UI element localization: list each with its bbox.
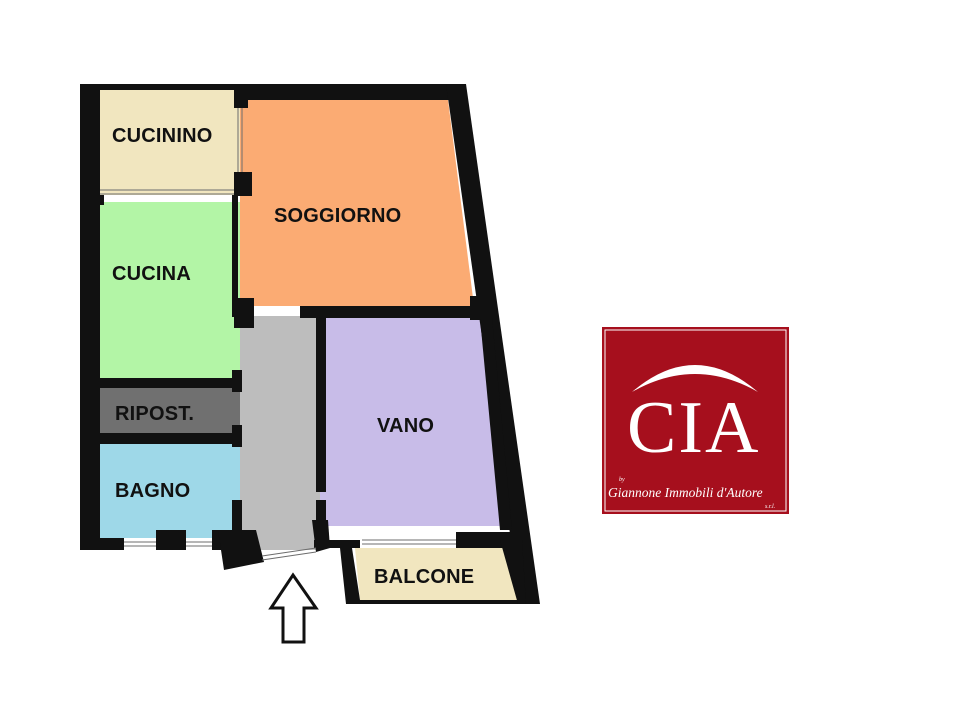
room-cucina-fill — [96, 202, 240, 380]
room-soggiorno-fill — [240, 100, 474, 306]
logo-brand: CIA — [627, 387, 760, 469]
label-balcone: BALCONE — [374, 566, 474, 588]
room-balcone-fill — [355, 548, 518, 600]
logo-suffix: s.r.l. — [765, 504, 775, 510]
label-cucinino: CUCININO — [112, 125, 213, 147]
label-vano: VANO — [377, 415, 434, 437]
room-bagno-fill — [96, 444, 240, 538]
label-ripostiglio: RIPOST. — [115, 403, 194, 425]
openings — [100, 108, 456, 561]
logo-border — [604, 329, 787, 512]
room-vano-fill — [320, 318, 506, 526]
logo-arc — [632, 365, 758, 392]
logo-company: Giannone Immobili d'Autore — [608, 485, 763, 500]
up-arrow-outline-icon — [268, 572, 319, 644]
room-corridoio-fill — [240, 316, 322, 550]
cia-logo: CIA by Giannone Immobili d'Autore s.r.l. — [602, 327, 789, 514]
label-bagno: BAGNO — [115, 480, 190, 502]
label-cucina: CUCINA — [112, 263, 191, 285]
room-cucinino-fill — [100, 88, 240, 195]
inner-walls — [96, 88, 512, 540]
room-ripostiglio-fill — [96, 388, 240, 435]
logo-by: by — [619, 477, 625, 483]
label-soggiorno: SOGGIORNO — [274, 205, 401, 227]
logo-background — [602, 327, 789, 514]
